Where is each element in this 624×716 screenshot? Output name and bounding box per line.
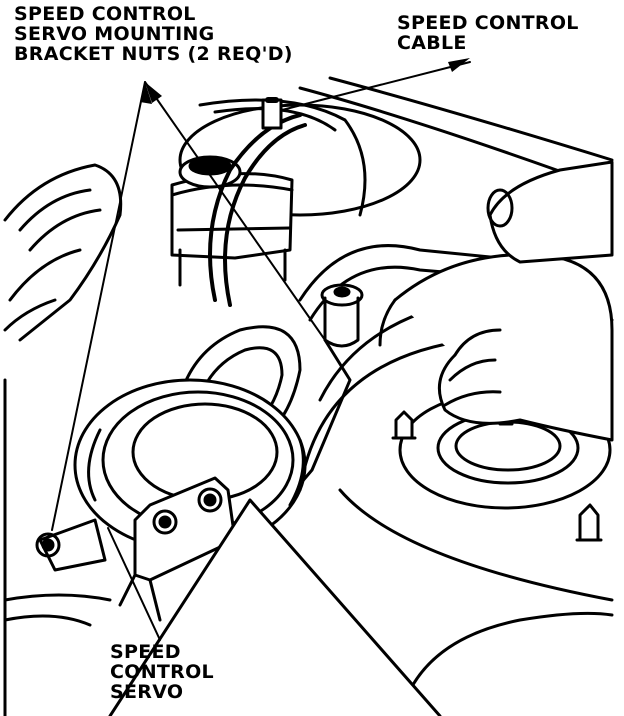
leader-arrowheads — [140, 58, 470, 104]
label-line: CABLE — [397, 32, 467, 54]
intake-hose — [3, 163, 123, 342]
leader-lines — [51, 61, 471, 641]
label-line: CONTROL — [110, 661, 214, 683]
leader-nut-right — [144, 81, 326, 341]
label-line: SERVO MOUNTING — [14, 23, 215, 45]
label-line: SERVO — [110, 681, 184, 703]
hand-illustration — [378, 253, 614, 442]
speed-control-cable — [208, 97, 307, 307]
label-line: BRACKET NUTS (2 REQ'D) — [14, 43, 293, 65]
label-speed-control-cable: SPEED CONTROL CABLE — [397, 13, 579, 53]
arrowhead-nut-right — [145, 82, 162, 103]
label-line: SPEED — [110, 641, 181, 663]
leader-cable — [281, 61, 471, 111]
label-servo-mounting-bracket-nuts: SPEED CONTROL SERVO MOUNTING BRACKET NUT… — [14, 4, 293, 64]
leader-servo — [107, 527, 161, 641]
leader-nut-left — [51, 81, 146, 531]
air-cleaner-duct — [486, 160, 614, 264]
servo-mounting-bracket — [35, 476, 237, 622]
arrowhead-cable-top — [448, 58, 470, 72]
arrowhead-nut-left — [140, 82, 152, 104]
label-line: SPEED CONTROL — [397, 12, 579, 34]
lower-fender-plate — [3, 498, 442, 716]
label-line: SPEED CONTROL — [14, 3, 196, 25]
label-speed-control-servo: SPEED CONTROL SERVO — [110, 642, 214, 702]
